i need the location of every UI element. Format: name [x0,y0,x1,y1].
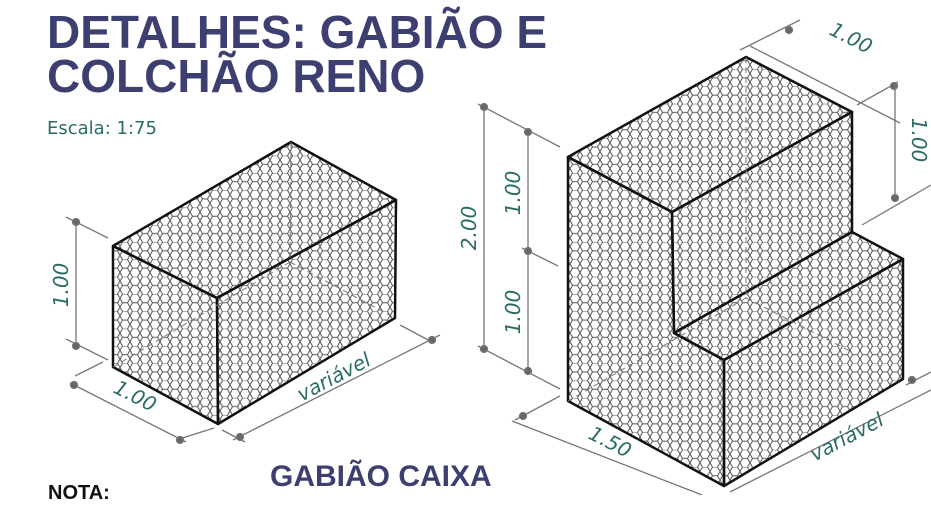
box-side-face [215,198,398,426]
stepped-hidden-edges [567,57,853,402]
top-width-label: 1.00 [826,17,877,59]
figure-caption: GABIÃO CAIXA [270,460,492,493]
stepped-gabion [566,55,905,488]
box-dimension-lines [65,216,441,445]
stepped-dimension-lines [477,19,931,495]
title-line-2: COLCHÃO RENO [47,50,426,102]
lower-height-label: 1.00 [501,290,525,335]
scale-label: Escala: 1:75 [47,118,157,139]
gabion-box [111,140,398,426]
top-depth-label: 1.00 [907,118,931,163]
total-height-label: 2.00 [457,206,481,251]
nota-label: NOTA: [48,482,110,504]
box-height-label: 1.00 [49,263,73,308]
title-line-1: DETALHES: GABIÃO E [47,6,548,58]
upper-height-label: 1.00 [501,171,525,216]
box-hidden-edges [112,141,396,368]
